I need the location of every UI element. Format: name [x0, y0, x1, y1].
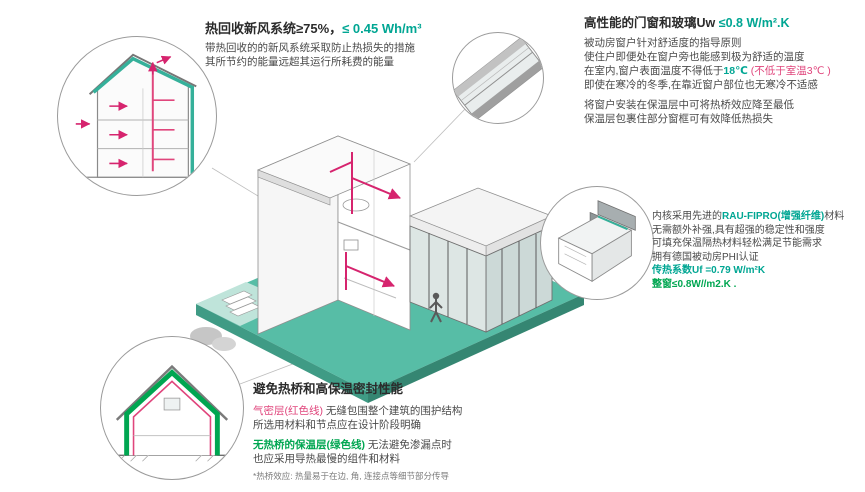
windows-p2-line1: 将窗户安装在保温层中可将热桥效应降至最低: [584, 99, 794, 111]
frame-profile-circle: [540, 186, 654, 300]
gasket-line: [597, 215, 628, 231]
windows-p1-line3: 在室内,窗户表面温度不得低于18℃ (不低于室温3℃ ): [584, 65, 831, 77]
windows-temp-value: 18℃: [723, 65, 748, 77]
hrv-body-line2: 其所节约的能量远超其运行所耗费的能量: [205, 56, 394, 68]
glass-facade: [409, 225, 553, 333]
profile-line1: 内核采用先进的RAU-FIPRO(增强纤维)材料: [652, 211, 845, 222]
hrv-title-black: 热回收新风系统≥75%，: [205, 21, 343, 36]
thermal-insulation-line1: 无热桥的保温层(绿色线) 无法避免渗漏点时: [253, 439, 452, 451]
windows-title: 高性能的门窗和玻璃Uw ≤0.8 W/m².K: [584, 12, 831, 31]
profile-line2: 无需额外补强,具有超强的稳定性和强度: [652, 224, 825, 236]
bathtub: [342, 198, 370, 212]
profile-uw-value: 整窗≤0.8W//m2.K .: [652, 278, 737, 290]
insulation-layer-line: [92, 56, 195, 178]
hrv-title-value: ≤ 0.45 Wh/m³: [342, 21, 422, 36]
thermal-title: 避免热桥和高保温密封性能: [253, 382, 404, 396]
thermal-airtight-line2: 所选用材料和节点应在设计阶段明确: [253, 419, 421, 431]
ventilation-ducts: [329, 152, 401, 290]
frame-profile-drawing: [557, 200, 636, 283]
hrv-annotation: 热回收新风系统≥75%，≤ 0.45 Wh/m³ 带热回收的的新风系统采取防止热…: [205, 18, 422, 69]
thermal-detail-circle: [100, 336, 244, 480]
hrv-detail-circle: [57, 36, 217, 196]
duct-lines: [151, 66, 175, 172]
hrv-body-line1: 带热回收的的新风系统采取防止热损失的措施: [205, 42, 415, 54]
window-corner-drawing: [453, 36, 543, 121]
airtight-layer-red-line: [132, 380, 212, 456]
profile-material-name: RAU-FIPRO(增强纤维): [722, 211, 825, 222]
profile-line4: 拥有德国被动房PHI认证: [652, 251, 759, 263]
windows-p1-line1: 被动房窗户针对舒适度的指导原则: [584, 37, 742, 49]
thermal-insulation-line2: 也应采用导热最慢的组件和材料: [253, 453, 400, 465]
hrv-title: 热回收新风系统≥75%，≤ 0.45 Wh/m³: [205, 18, 422, 37]
thermal-section-drawing: [112, 364, 232, 462]
profile-annotation: 内核采用先进的RAU-FIPRO(增强纤维)材料 无需额外补强,具有超强的稳定性…: [652, 210, 844, 291]
thermal-airtight-line1: 气密层(红色线) 无缝包围整个建筑的围护结构: [253, 405, 463, 417]
airflow-arrows: [75, 55, 172, 169]
hrv-unit: [343, 239, 359, 251]
airtight-layer-label: 气密层(红色线): [253, 405, 323, 417]
insulation-layer-green-line: [124, 369, 220, 456]
window-opening: [163, 397, 181, 411]
windows-temp-note: (不低于室温3℃ ): [747, 65, 831, 77]
profile-uf-value: 传热系数Uf =0.79 W/m²K: [652, 265, 766, 276]
windows-title-black: 高性能的门窗和玻璃Uw: [584, 16, 719, 30]
windows-annotation: 高性能的门窗和玻璃Uw ≤0.8 W/m².K 被动房窗户针对舒适度的指导原则 …: [584, 12, 831, 126]
glass-pane: [597, 200, 636, 231]
windows-p2-line2: 保温层包裹住部分窗框可有效降低热损失: [584, 113, 773, 125]
window-detail-circle: [452, 32, 544, 124]
windows-p1-line4: 即使在寒冷的冬季,在靠近窗户部位也无寒冷不适感: [584, 79, 818, 91]
house-body: [256, 135, 554, 335]
windows-title-value: ≤0.8 W/m².K: [718, 16, 790, 30]
thermal-annotation: 避免热桥和高保温密封性能 气密层(红色线) 无缝包围整个建筑的围护结构 所选用材…: [253, 378, 462, 482]
windows-p1-line2: 使住户即便处在窗户旁也能感到极为舒适的温度: [584, 51, 805, 63]
thermal-footnote: *热桥效应: 热量易于在边, 角, 连接点等细节部分传导: [253, 471, 449, 481]
hrv-section-drawing: [71, 53, 205, 178]
profile-line3: 可填充保温隔热材料轻松满足节能需求: [652, 238, 822, 249]
insulation-layer-label: 无热桥的保温层(绿色线): [253, 439, 365, 451]
person-figure: [429, 292, 443, 323]
